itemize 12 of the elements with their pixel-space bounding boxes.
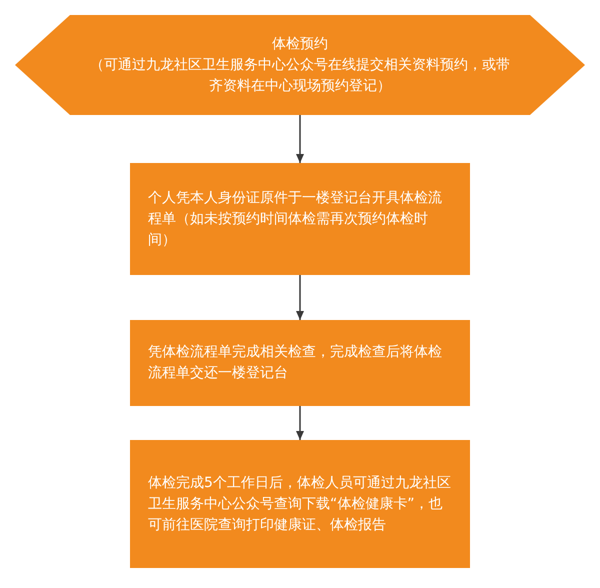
hexagon-box [15, 15, 585, 115]
process-box [130, 440, 470, 568]
step-text: 个人凭本人身份证原件于一楼登记台开具体检流程单（如未按预约时间体检需再次预约体检时间） [148, 188, 443, 250]
arrow [296, 115, 304, 163]
arrow [296, 275, 304, 320]
process-box [130, 163, 470, 275]
step-text: （可通过九龙社区卫生服务中心公众号在线提交相关资料预约，或带齐资料在中心现场预约登记） [89, 56, 511, 96]
step-text: 凭体检流程单完成相关检查，完成检查后将体检流程单交还一楼登记台 [148, 343, 443, 383]
step-text: 体检完成5个工作日后，体检人员可通过九龙社区卫生服务中心公众号查询下载“体检健康卡”，也可前往医院查询打印健康证、体检报告 [148, 474, 452, 534]
process-box [130, 320, 470, 406]
heading-text: 体检预约 [271, 34, 329, 54]
arrow [296, 406, 304, 440]
